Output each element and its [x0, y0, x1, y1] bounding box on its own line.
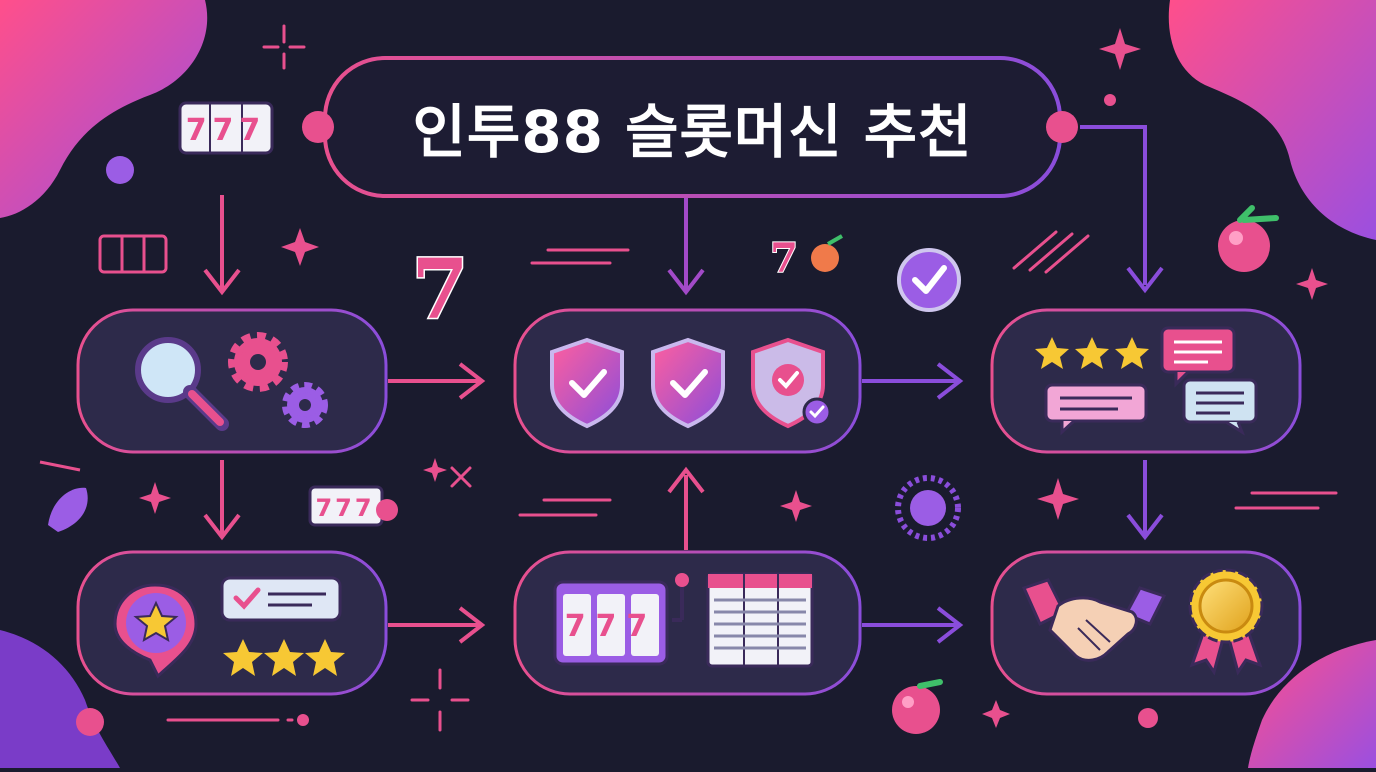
slot-reel-text: 777	[565, 609, 658, 644]
slot-reel-decor-text: 777	[315, 494, 374, 522]
page-title: 인투88 슬롯머신 추천	[412, 98, 973, 166]
cherry-icon	[1218, 205, 1279, 272]
dash-lines-decor	[166, 230, 1338, 722]
star-icon	[305, 639, 345, 676]
flow-box-ratings	[76, 550, 388, 696]
lucky-seven-decor: 7	[411, 242, 468, 338]
shield-check-icon	[651, 337, 725, 429]
star-icon	[1115, 337, 1149, 369]
flow-box-research	[76, 308, 388, 454]
sparkle-lines-decor	[262, 24, 472, 732]
star-icon	[264, 639, 304, 676]
shield-badge-icon	[751, 337, 832, 429]
title-box	[302, 56, 1078, 198]
checklist-bubble-icon	[220, 576, 342, 622]
corner-blob-bottom-right	[1248, 640, 1376, 768]
chat-bubble-icon	[1182, 378, 1258, 436]
target-icon	[895, 475, 961, 541]
gear-icon	[282, 382, 328, 428]
star-icon	[223, 639, 263, 676]
star-icon	[1035, 337, 1069, 369]
dot-decor	[76, 94, 1158, 736]
cherry-icon	[892, 679, 943, 734]
table-icon	[706, 572, 814, 668]
lucky-seven-decor: 7	[770, 235, 798, 282]
magnifier-icon	[135, 337, 229, 431]
slot-reel-decor	[308, 485, 398, 527]
check-circle-icon	[897, 248, 961, 312]
slot-machine-icon	[553, 573, 689, 666]
handshake-icon	[1021, 578, 1167, 662]
chat-bubble-icon	[1044, 383, 1148, 436]
award-ribbon-icon	[1188, 568, 1264, 676]
shield-check-icon	[550, 337, 624, 429]
cherry-icon	[811, 234, 843, 272]
connectors	[203, 125, 1164, 644]
slot-reel-decor	[178, 101, 274, 155]
gear-icon	[228, 332, 288, 392]
sparkle-icon	[139, 28, 1328, 728]
slot-symbols-decor	[98, 234, 168, 274]
leaf-icon	[39, 460, 88, 532]
slot-reel-decor-text: 777	[186, 113, 267, 148]
flow-box-security	[513, 308, 862, 454]
star-pin-icon	[113, 583, 198, 679]
star-icon	[1075, 337, 1109, 369]
flow-box-trust	[990, 550, 1302, 696]
corner-blob-top-left	[0, 0, 208, 218]
corner-blob-top-right	[1168, 0, 1376, 240]
chat-bubble-icon	[1160, 326, 1236, 388]
flow-box-reviews	[990, 308, 1302, 454]
flow-box-games: 777	[513, 550, 862, 696]
